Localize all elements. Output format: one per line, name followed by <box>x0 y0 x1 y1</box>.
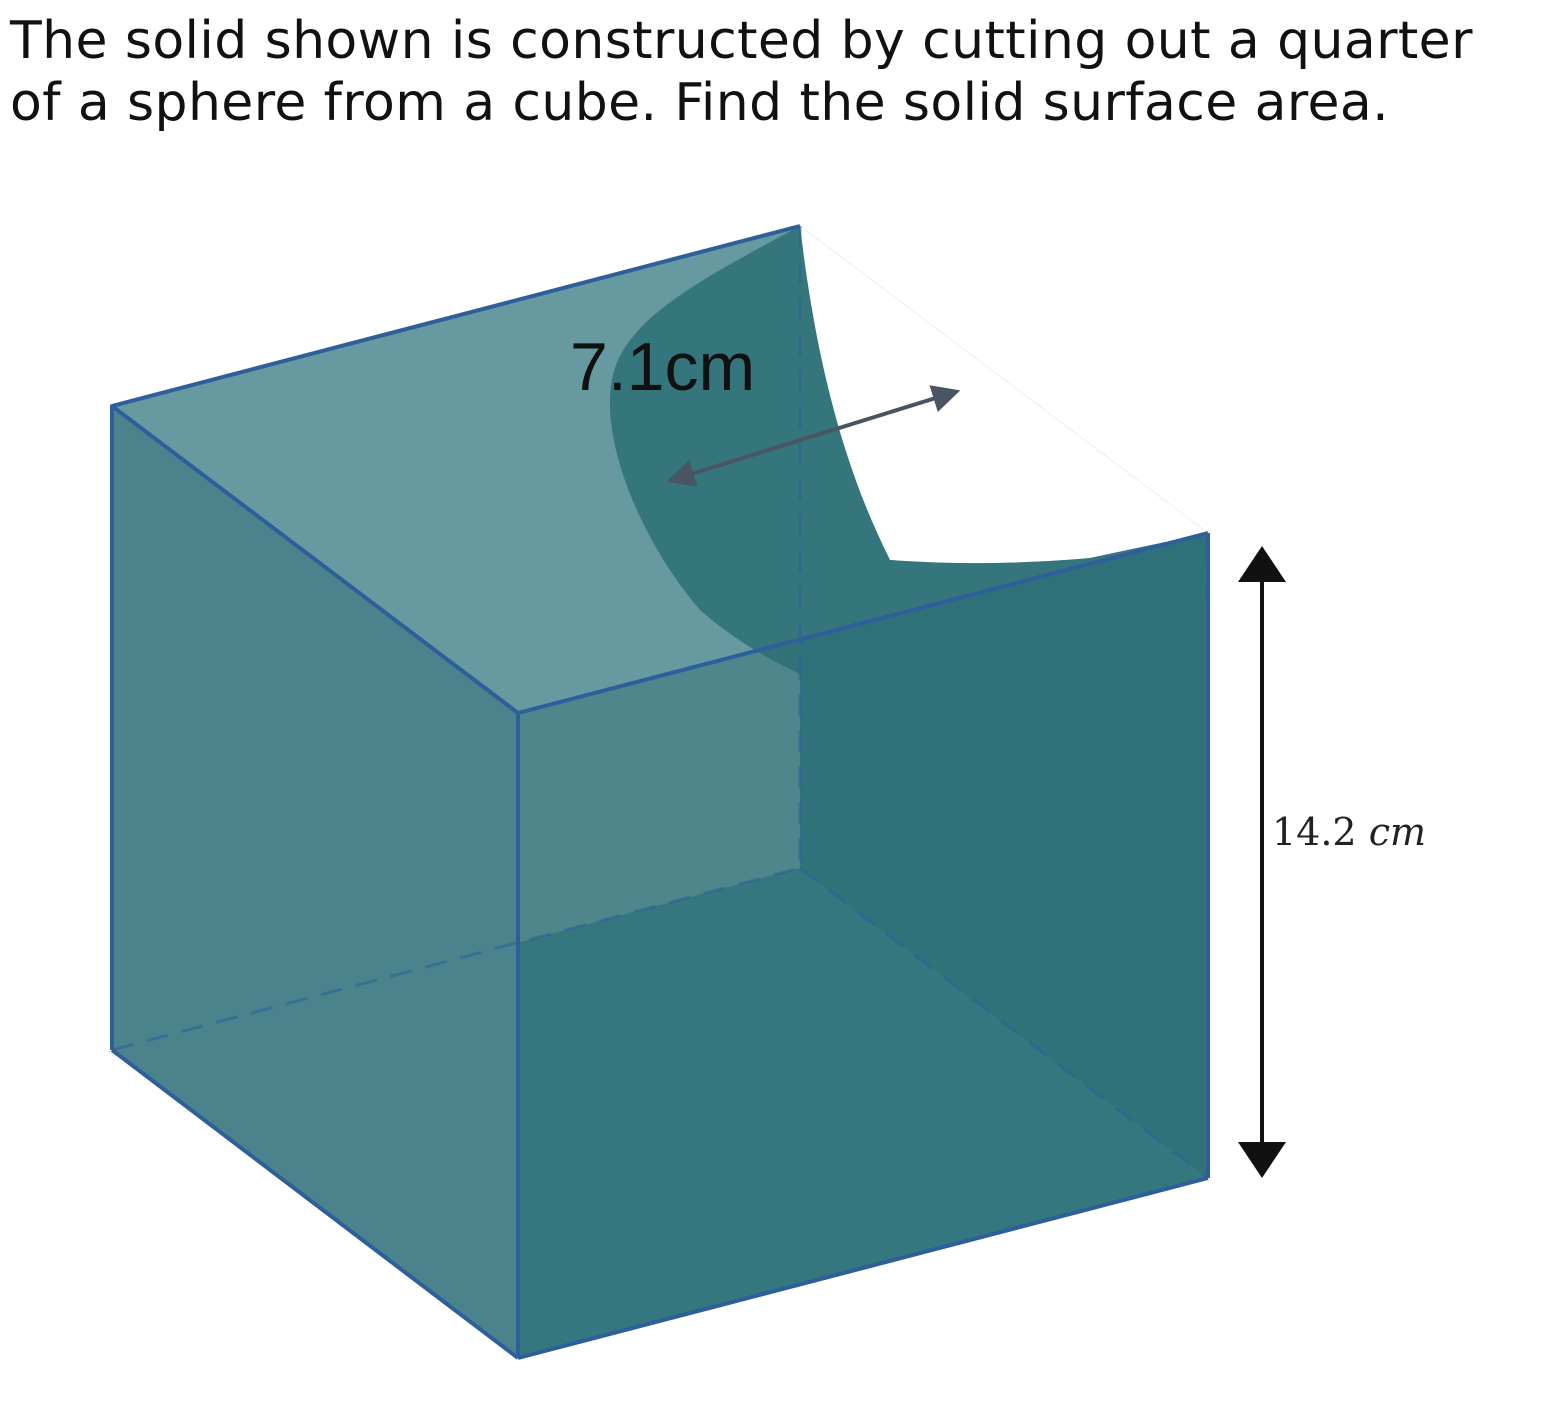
radius-arrow <box>666 385 961 487</box>
cube-left-face <box>112 406 518 1358</box>
height-arrow-bottom <box>1238 1142 1286 1178</box>
visible-edges <box>110 224 1210 1360</box>
hidden-edges <box>111 226 1209 1180</box>
height-value: 14.2 <box>1272 810 1357 854</box>
question-line-1: The solid shown is constructed by cuttin… <box>10 11 1473 71</box>
height-unit: cm <box>1369 810 1426 854</box>
radius-label: 7.1cm <box>570 329 755 405</box>
height-label: 14.2 cm <box>1272 810 1426 854</box>
cube-front-face <box>518 533 1208 1358</box>
height-arrow-top <box>1238 546 1286 582</box>
question-text: The solid shown is constructed by cuttin… <box>10 10 1555 134</box>
question-line-2: of a sphere from a cube. Find the solid … <box>10 73 1390 133</box>
